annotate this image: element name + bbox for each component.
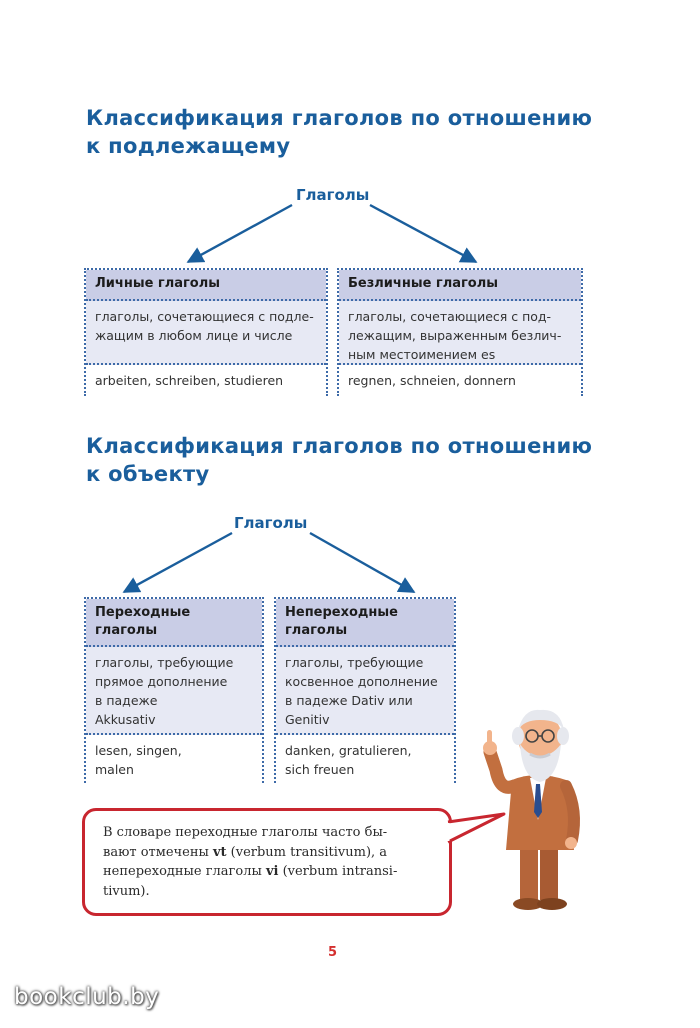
section2-heading-line1: Классификация глаголов по отношению <box>86 434 593 458</box>
intransitive-verbs-card: Непереходные глаголы глаголы, требующие … <box>274 597 456 785</box>
note-vi-abbrev: vi <box>265 864 279 879</box>
card-examples: lesen, singen, malen <box>86 735 262 785</box>
page-number: 5 <box>328 945 338 960</box>
section1-root-label: Глаголы <box>296 186 370 204</box>
dictionary-note-bubble: В словаре переходные глаголы часто бы- в… <box>82 808 452 916</box>
note-vt-abbrev: vt <box>212 844 227 860</box>
note-text-part1: В словаре переходные глаголы часто бы- в… <box>103 825 388 860</box>
card-header: Непереходные глаголы <box>276 599 454 647</box>
card-header: Личные глаголы <box>86 270 326 301</box>
bookclub-watermark: bookclub.by <box>14 984 160 1010</box>
dictionary-note-text: В словаре переходные глаголы часто бы- в… <box>103 823 435 901</box>
card-description: глаголы, сочетающиеся с подле- жащим в л… <box>86 301 326 365</box>
section1-arrow-right <box>369 203 478 264</box>
section2-arrow-left <box>122 531 233 594</box>
card-header: Безличные глаголы <box>339 270 581 301</box>
note-text-part2: (verbum transitivum), а непереходные гла… <box>103 844 388 880</box>
bubble-tail <box>446 812 506 844</box>
section2-root-label: Глаголы <box>234 514 308 532</box>
card-header: Переходные глаголы <box>86 599 262 647</box>
section2-arrow-right <box>309 531 416 594</box>
section2-heading: Классификация глаголов по отношению к об… <box>86 432 592 488</box>
section1-arrow-left <box>186 203 293 264</box>
impersonal-verbs-card: Безличные глаголы глаголы, сочетающиеся … <box>337 268 583 396</box>
section1-heading-line2: к подлежащему <box>86 134 291 158</box>
card-description: глаголы, требующие прямое дополнение в п… <box>86 647 262 735</box>
section2-heading-line2: к объекту <box>86 462 210 486</box>
transitive-verbs-card: Переходные глаголы глаголы, требующие пр… <box>84 597 264 785</box>
card-examples: danken, gratulieren, sich freuen <box>276 735 454 785</box>
card-examples: regnen, schneien, donnern <box>339 365 581 396</box>
personal-verbs-card: Личные глаголы глаголы, сочетающиеся с п… <box>84 268 328 396</box>
card-description: глаголы, требующие косвенное дополнение … <box>276 647 454 735</box>
card-description: глаголы, сочетающиеся с под- лежащим, вы… <box>339 301 581 365</box>
section1-heading-line1: Классификация глаголов по отношению <box>86 106 593 130</box>
professor-character-illustration <box>483 709 580 910</box>
section1-heading: Классификация глаголов по отношению к по… <box>86 104 592 160</box>
note-text-part3: (verbum intransi- tivum). <box>103 864 398 899</box>
card-examples: arbeiten, schreiben, studieren <box>86 365 326 396</box>
